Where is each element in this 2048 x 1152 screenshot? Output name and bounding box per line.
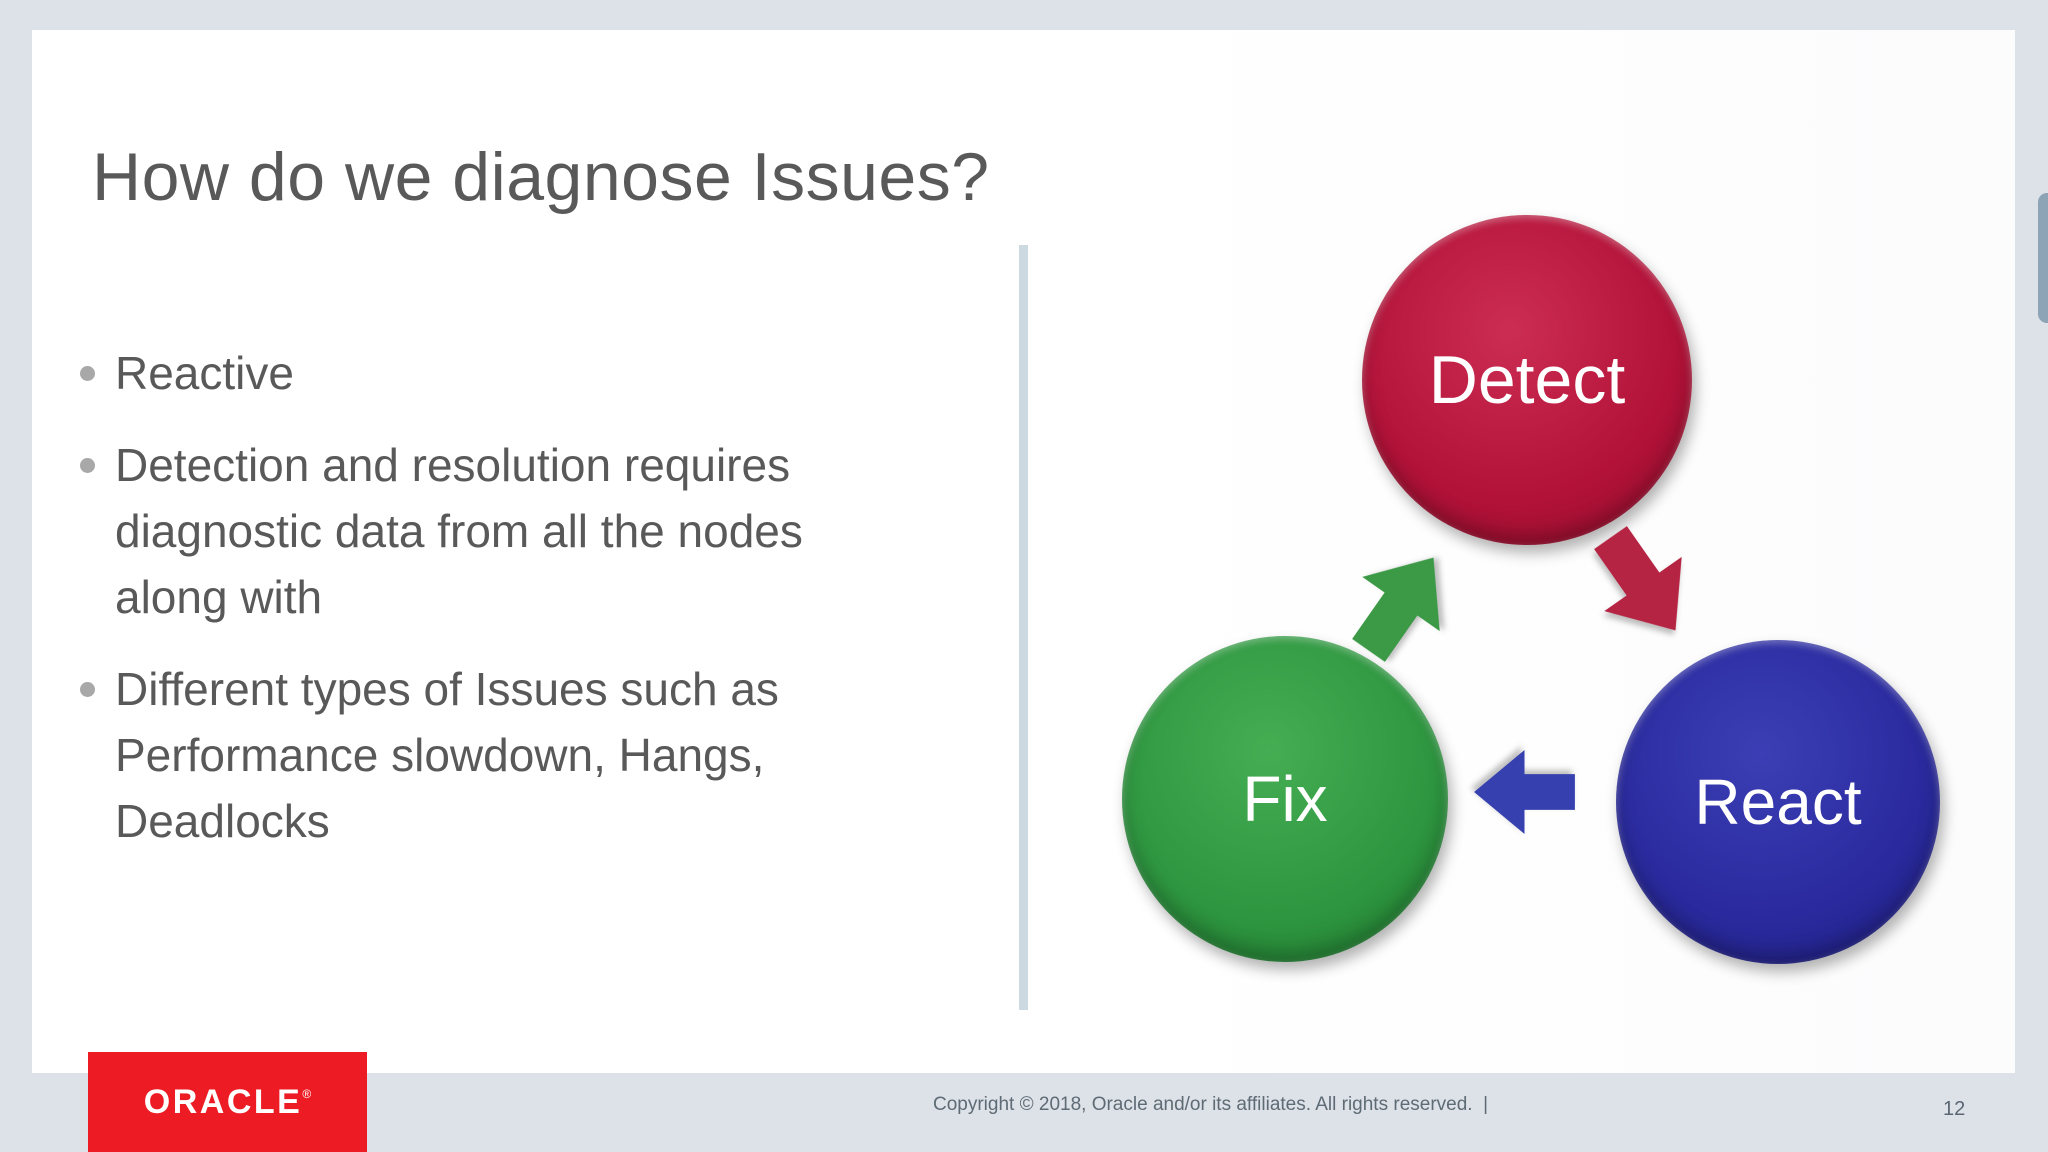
diagram-node-label: Fix [1242, 763, 1328, 835]
oracle-logo-text: ORACLE [143, 1082, 303, 1121]
diagram-node-fix: Fix [1122, 636, 1448, 962]
slide-title: How do we diagnose Issues? [92, 139, 990, 215]
diagram-node-react: React [1616, 640, 1940, 964]
registered-mark: ® [302, 1087, 312, 1101]
bullet-item: Different types of Issues such as Perfor… [80, 656, 1000, 854]
diagram-node-label: React [1694, 766, 1862, 838]
bullet-dot-icon [80, 458, 95, 473]
bullet-text: Detection and resolution requires diagno… [115, 439, 803, 623]
bullet-text: Different types of Issues such as Perfor… [115, 663, 779, 847]
arrow-react-to-fix-icon [1474, 750, 1575, 834]
slide: How do we diagnose Issues? Reactive Dete… [32, 30, 2015, 1073]
bullet-list: Reactive Detection and resolution requir… [80, 340, 1000, 880]
arrow-detect-to-react-icon [1594, 526, 1682, 631]
arrow-shape [1594, 526, 1682, 631]
oracle-logo: ORACLE® [88, 1052, 367, 1152]
diagram-node-label: Detect [1428, 342, 1626, 418]
scrollbar-thumb[interactable] [2038, 193, 2048, 323]
page-number: 12 [1943, 1098, 1966, 1120]
arrow-shape [1352, 557, 1440, 662]
bullet-item: Detection and resolution requires diagno… [80, 432, 1000, 630]
bullet-item: Reactive [80, 340, 1000, 406]
bullet-text: Reactive [115, 347, 294, 399]
copyright-text: Copyright © 2018, Oracle and/or its affi… [933, 1094, 1489, 1115]
arrow-fix-to-detect-icon [1352, 557, 1440, 662]
content-divider [1019, 245, 1028, 1010]
cycle-diagram: Detect Fix React [32, 30, 2015, 1073]
diagram-node-detect: Detect [1362, 215, 1692, 545]
arrow-shape [1474, 750, 1575, 834]
bullet-dot-icon [80, 366, 95, 381]
bullet-dot-icon [80, 682, 95, 697]
